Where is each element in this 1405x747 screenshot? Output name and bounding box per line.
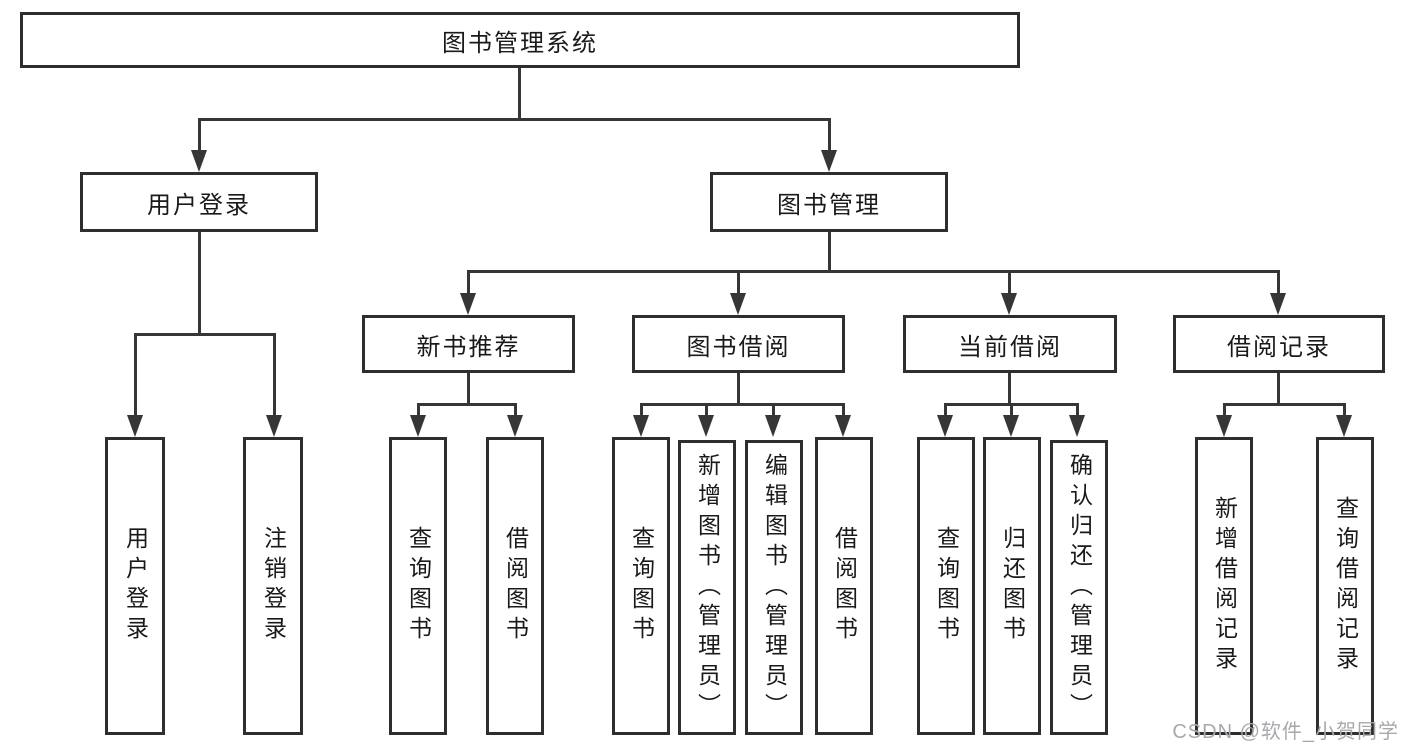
connector-root-bar	[198, 118, 831, 121]
connector-user-login-bar	[134, 333, 276, 336]
node-new-book-recommend: 新书推荐	[362, 315, 575, 373]
connector-drop	[514, 403, 517, 417]
arrow-down-icon	[633, 415, 649, 437]
leaf-logout: 注销登录	[243, 437, 303, 735]
connector-drop	[772, 403, 775, 417]
leaf-query-books-current: 查询图书	[917, 437, 975, 735]
connector-drop	[1223, 403, 1226, 417]
node-borrow-records: 借阅记录	[1173, 315, 1385, 373]
connector-drop	[944, 403, 947, 417]
leaf-confirm-return-admin: 确认归还（管理员）	[1050, 440, 1108, 735]
connector-drop	[640, 403, 643, 417]
connector-trunk	[1008, 373, 1011, 406]
arrow-down-icon	[821, 150, 837, 172]
arrow-down-icon	[460, 293, 476, 315]
connector-drop	[737, 270, 740, 295]
node-book-borrow: 图书借阅	[632, 315, 845, 373]
csdn-watermark: CSDN @软件_小贺同学	[1172, 721, 1399, 743]
connector-drop	[1343, 403, 1346, 417]
leaf-query-books-borrow: 查询图书	[612, 437, 670, 735]
arrow-down-icon	[937, 415, 953, 437]
arrow-down-icon	[191, 150, 207, 172]
node-current-borrow: 当前借阅	[903, 315, 1117, 373]
arrow-down-icon	[1216, 415, 1232, 437]
connector-drop	[842, 403, 845, 417]
connector-drop	[1008, 270, 1011, 295]
connector-drop	[1076, 403, 1079, 417]
connector-drop	[273, 333, 276, 417]
arrow-down-icon	[1003, 415, 1019, 437]
leaf-add-book-admin: 新增图书（管理员）	[678, 440, 736, 735]
connector-root-trunk	[518, 68, 521, 120]
leaf-user-login: 用户登录	[105, 437, 165, 735]
arrow-down-icon	[730, 293, 746, 315]
connector-drop	[467, 270, 470, 295]
arrow-down-icon	[765, 415, 781, 437]
leaf-borrow-books-recommend: 借阅图书	[486, 437, 544, 735]
connector-bar	[417, 403, 517, 406]
connector-drop	[198, 118, 201, 152]
leaf-query-books-recommend: 查询图书	[389, 437, 447, 735]
arrow-down-icon	[835, 415, 851, 437]
connector-bar	[1223, 403, 1346, 406]
connector-drop	[1010, 403, 1013, 417]
connector-user-login-trunk	[198, 232, 201, 335]
connector-bar	[640, 403, 845, 406]
leaf-add-borrow-record: 新增借阅记录	[1195, 437, 1253, 735]
connector-drop	[705, 403, 708, 417]
arrow-down-icon	[1270, 293, 1286, 315]
arrow-down-icon	[410, 415, 426, 437]
arrow-down-icon	[1001, 293, 1017, 315]
node-book-management: 图书管理	[710, 172, 948, 232]
arrow-down-icon	[1069, 415, 1085, 437]
arrow-down-icon	[698, 415, 714, 437]
leaf-return-book: 归还图书	[983, 437, 1041, 735]
connector-drop	[417, 403, 420, 417]
connector-book-mgmt-trunk	[828, 232, 831, 272]
leaf-edit-book-admin: 编辑图书（管理员）	[745, 440, 803, 735]
connector-trunk	[737, 373, 740, 406]
node-user-login: 用户登录	[80, 172, 318, 232]
leaf-query-borrow-record: 查询借阅记录	[1316, 437, 1374, 735]
connector-drop	[1277, 270, 1280, 295]
arrow-down-icon	[1336, 415, 1352, 437]
connector-book-mgmt-bar	[467, 270, 1280, 273]
connector-drop	[828, 118, 831, 152]
leaf-borrow-books: 借阅图书	[815, 437, 873, 735]
connector-trunk	[1277, 373, 1280, 406]
connector-drop	[134, 333, 137, 417]
connector-trunk	[467, 373, 470, 406]
arrow-down-icon	[127, 415, 143, 437]
node-library-management-system: 图书管理系统	[20, 12, 1020, 68]
arrow-down-icon	[266, 415, 282, 437]
arrow-down-icon	[507, 415, 523, 437]
